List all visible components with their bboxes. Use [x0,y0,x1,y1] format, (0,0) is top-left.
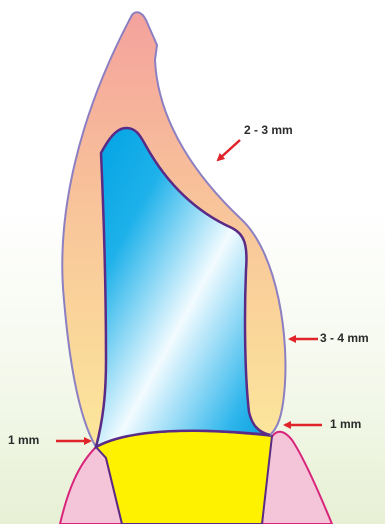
abutment [96,431,272,524]
label-cervical-right: 1 mm [330,417,361,431]
label-top-thickness: 2 - 3 mm [244,123,293,137]
arrow-top [218,140,240,160]
gum-right [262,432,332,524]
label-side-thickness: 3 - 4 mm [320,331,369,345]
label-cervical-left: 1 mm [8,433,39,447]
